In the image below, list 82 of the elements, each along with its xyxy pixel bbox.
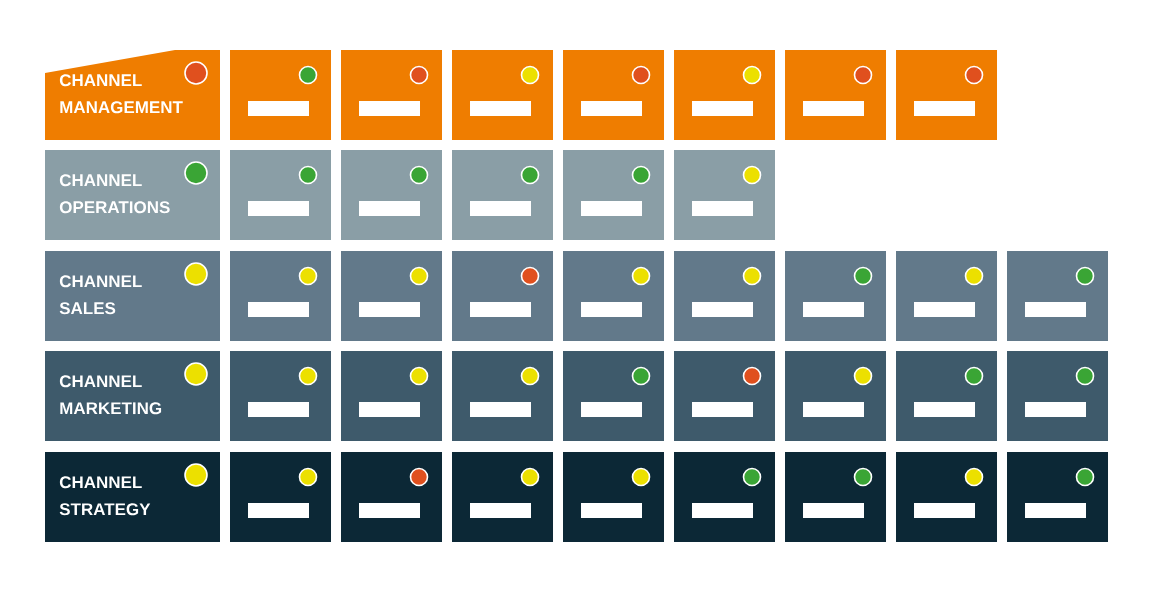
tile (452, 452, 553, 542)
tile (563, 251, 664, 341)
status-dot (631, 65, 651, 85)
status-dot (742, 467, 762, 487)
status-dot (631, 266, 651, 286)
tile (341, 50, 442, 140)
tile (563, 150, 664, 240)
status-dot (631, 165, 651, 185)
status-dot (520, 366, 540, 386)
tile (230, 150, 331, 240)
tile (1007, 351, 1108, 441)
tile (230, 50, 331, 140)
status-dot (184, 161, 208, 185)
tile (896, 351, 997, 441)
tile (452, 351, 553, 441)
status-dot (184, 61, 208, 85)
status-dot (409, 65, 429, 85)
tile (674, 150, 775, 240)
tile (341, 351, 442, 441)
status-dot (742, 65, 762, 85)
row-header: CHANNEL MARKETING (45, 351, 220, 441)
tile (785, 351, 886, 441)
status-dot (964, 467, 984, 487)
tile (896, 50, 997, 140)
tile (674, 251, 775, 341)
tile (563, 351, 664, 441)
tile (674, 452, 775, 542)
status-dot (964, 266, 984, 286)
status-dot (1075, 266, 1095, 286)
status-dot (184, 262, 208, 286)
status-dot (298, 165, 318, 185)
status-dot (520, 165, 540, 185)
tile (1007, 251, 1108, 341)
tile (674, 50, 775, 140)
status-dot (742, 266, 762, 286)
status-dot (184, 362, 208, 386)
tile (452, 150, 553, 240)
tile (341, 452, 442, 542)
status-dot (409, 266, 429, 286)
status-dot (1075, 467, 1095, 487)
row-header: CHANNEL MANAGEMENT (45, 50, 220, 140)
tile (785, 452, 886, 542)
status-dot (298, 266, 318, 286)
status-dot (631, 366, 651, 386)
status-dot (520, 467, 540, 487)
tile (230, 351, 331, 441)
status-dot (742, 366, 762, 386)
status-dot (1075, 366, 1095, 386)
tile (674, 351, 775, 441)
tile (896, 251, 997, 341)
row-header: CHANNEL SALES (45, 251, 220, 341)
tile (452, 50, 553, 140)
status-dot (853, 467, 873, 487)
status-dot (409, 165, 429, 185)
tile (341, 251, 442, 341)
tile (785, 251, 886, 341)
tile (896, 452, 997, 542)
status-dot (853, 266, 873, 286)
status-dot (298, 366, 318, 386)
tile (1007, 452, 1108, 542)
status-dot (964, 366, 984, 386)
tile (230, 251, 331, 341)
tile (230, 452, 331, 542)
tile (452, 251, 553, 341)
status-dot (853, 65, 873, 85)
status-dot (409, 467, 429, 487)
status-dot (853, 366, 873, 386)
status-dot (184, 463, 208, 487)
row-header: CHANNEL OPERATIONS (45, 150, 220, 240)
status-dot (298, 467, 318, 487)
tile (341, 150, 442, 240)
row-header: CHANNEL STRATEGY (45, 452, 220, 542)
tile (785, 50, 886, 140)
status-dot (298, 65, 318, 85)
tile (563, 50, 664, 140)
status-dot (964, 65, 984, 85)
status-dot (520, 65, 540, 85)
tile (563, 452, 664, 542)
status-dot (409, 366, 429, 386)
status-dot (742, 165, 762, 185)
status-dot (631, 467, 651, 487)
status-dot (520, 266, 540, 286)
